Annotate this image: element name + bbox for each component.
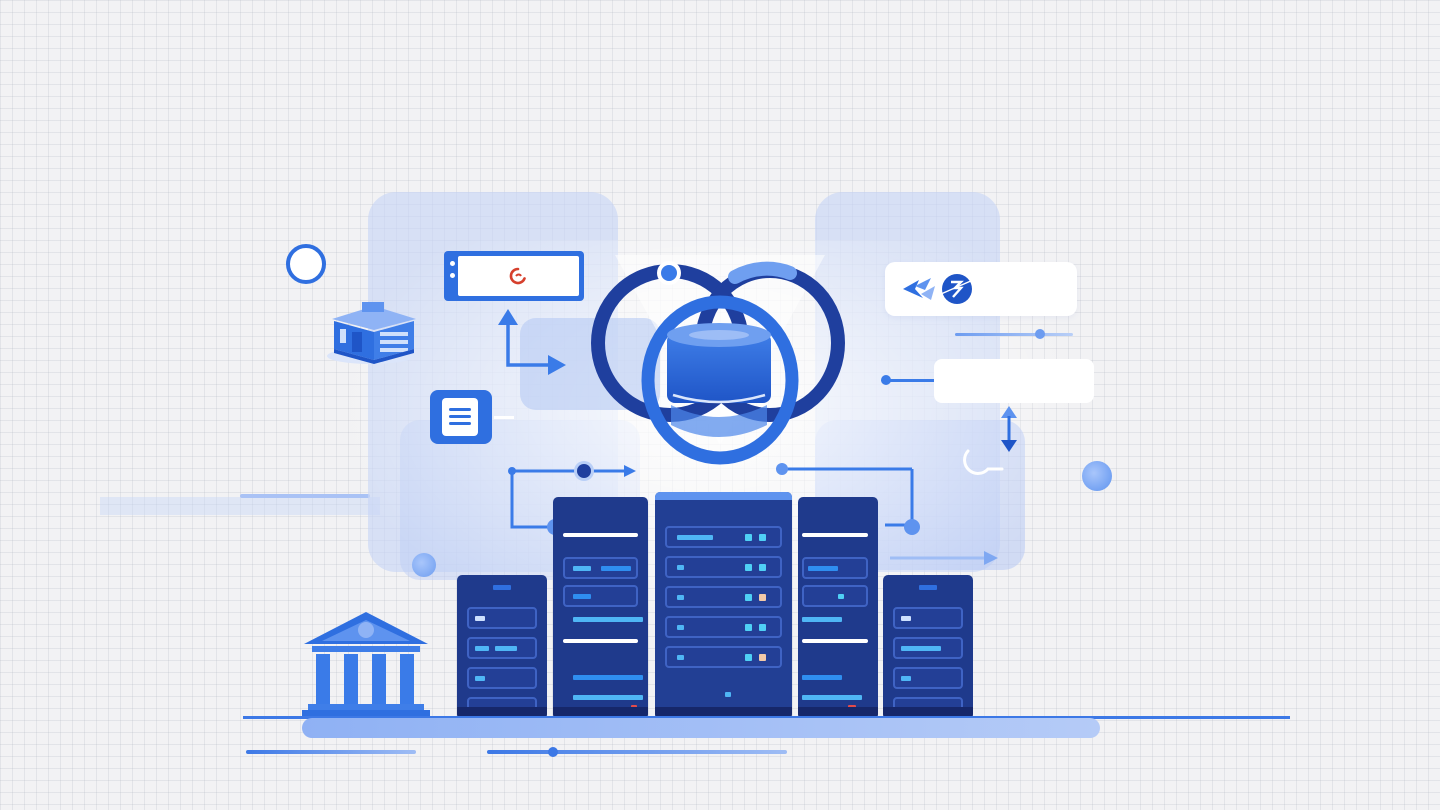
decorative-line — [246, 750, 416, 754]
connector-line — [885, 379, 934, 382]
card-dot — [450, 273, 455, 278]
data-flow-connectors — [508, 461, 920, 535]
migration-arrow-icon — [498, 309, 566, 375]
center-emblem — [591, 255, 845, 465]
kingbase-target-card — [885, 262, 1077, 316]
document-icon — [430, 390, 492, 444]
decorative-orb — [412, 553, 436, 577]
doc-connector — [494, 416, 514, 419]
decorative-line — [487, 750, 787, 754]
decorative-orb — [1082, 461, 1112, 491]
server-rack — [553, 497, 648, 719]
connector-line — [955, 333, 1073, 336]
kingbase-logo-icon — [903, 274, 974, 304]
bidirectional-arrow-icon — [1001, 406, 1017, 452]
server-rack — [457, 575, 547, 719]
server-rack — [883, 575, 973, 719]
bank-temple-icon — [302, 612, 430, 718]
connector-node — [1035, 329, 1045, 339]
server-rack-main — [655, 492, 792, 719]
yen-coin-icon — [286, 244, 326, 284]
emblem-label — [660, 350, 770, 394]
oracle-logo — [458, 256, 579, 296]
oracle-source-card — [444, 251, 584, 301]
server-rack — [798, 497, 878, 719]
ground-line — [243, 716, 1290, 719]
oracle-logo-icon — [509, 267, 526, 285]
loop-connector-icon — [963, 449, 1004, 475]
card-dot — [450, 261, 455, 266]
bank-building-icon — [327, 302, 416, 364]
migration-path-card — [934, 359, 1094, 403]
server-platform — [302, 718, 1100, 738]
arrow-to-tps-icon — [890, 551, 998, 565]
decorative-node — [548, 747, 558, 757]
